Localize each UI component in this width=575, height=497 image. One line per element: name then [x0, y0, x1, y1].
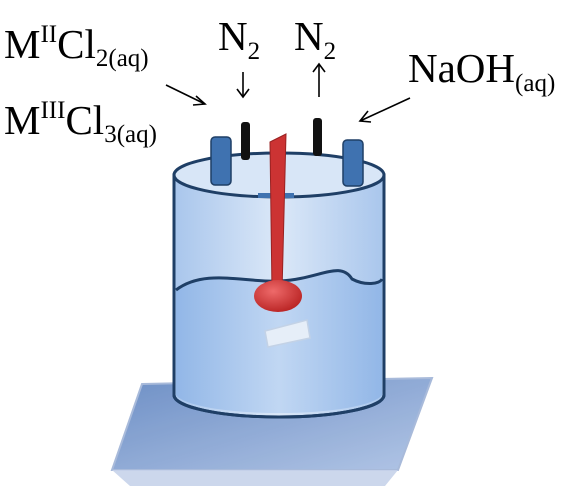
n2-out-arrow-head: [312, 62, 326, 73]
naoh-label: NaOH(aq): [408, 45, 555, 97]
naoh-arrow-head: [358, 110, 372, 123]
liquid-surface: [175, 269, 384, 292]
n2-inlet-label: N2: [218, 13, 260, 65]
metal-iii-label: MIIICl3(aq): [4, 97, 157, 148]
metal-inlet-tube[interactable]: [210, 136, 232, 186]
naoh-arrow: [359, 97, 411, 122]
arrows: [165, 62, 411, 123]
hot-plate-front: [112, 470, 398, 486]
n2-outlet-tube[interactable]: [313, 118, 322, 156]
stir-bar: [264, 319, 311, 348]
stirrer-blade: [254, 280, 302, 312]
naoh-inlet-tube[interactable]: [342, 139, 364, 187]
metal-arrow-head: [192, 95, 207, 106]
n2-inlet-tube[interactable]: [241, 122, 250, 160]
n2-in-arrow-head: [236, 88, 250, 99]
metal-ii-label: MIICl2(aq): [4, 21, 149, 72]
metal-arrow: [165, 84, 206, 105]
n2-outlet-label: N2: [294, 13, 336, 65]
